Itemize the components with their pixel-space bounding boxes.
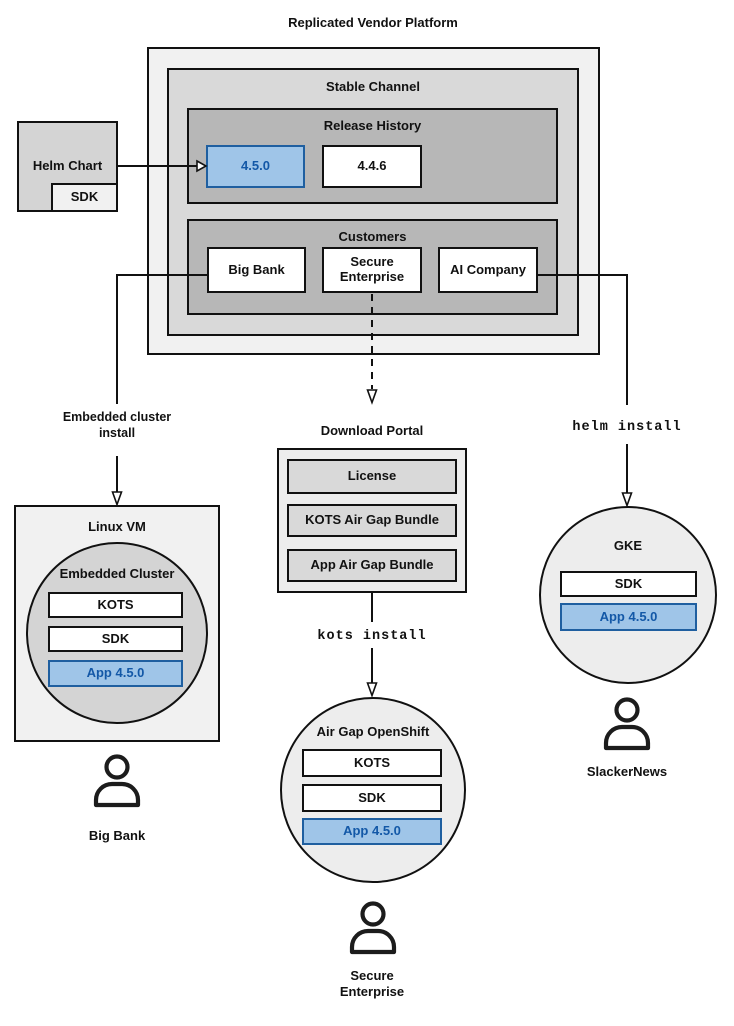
diagram-title: Replicated Vendor Platform (288, 15, 458, 30)
helm-chart-label: Helm Chart (32, 158, 103, 173)
arrowhead-down (366, 389, 378, 405)
arrowhead-down (366, 682, 378, 698)
arrowhead-down (111, 491, 123, 507)
airgap-openshift-label: Air Gap OpenShift (316, 724, 430, 739)
linux-vm-label: Linux VM (88, 519, 146, 534)
download-portal-label: Download Portal (320, 423, 424, 438)
release-version-446: 4.4.6 (322, 145, 422, 188)
airgap-kots-box: KOTS (302, 749, 442, 777)
user-icon (603, 697, 651, 751)
customer-secure-enterprise: Secure Enterprise (322, 247, 422, 293)
big-bank-owner-label: Big Bank (88, 828, 146, 843)
linux-sdk-box: SDK (48, 626, 183, 652)
portal-app-bundle-box: App Air Gap Bundle (287, 549, 457, 582)
slackernews-owner-label: SlackerNews (586, 764, 668, 779)
customers-label: Customers (338, 229, 407, 244)
airgap-sdk-box: SDK (302, 784, 442, 812)
customer-ai-company: AI Company (438, 247, 538, 293)
helm-install-label: helm install (572, 420, 682, 435)
customer-big-bank: Big Bank (207, 247, 306, 293)
linux-kots-box: KOTS (48, 592, 183, 618)
user-icon (349, 901, 397, 955)
kots-install-label: kots install (317, 629, 427, 644)
release-version-450: 4.5.0 (206, 145, 305, 188)
user-icon (93, 754, 141, 808)
linux-app-box: App 4.5.0 (48, 660, 183, 687)
portal-license-box: License (287, 459, 457, 494)
gke-app-box: App 4.5.0 (560, 603, 697, 631)
stable-channel-label: Stable Channel (326, 79, 420, 94)
embedded-install-label: Embedded cluster install (62, 410, 172, 440)
release-history-label: Release History (323, 118, 422, 133)
helm-sdk-box: SDK (51, 183, 118, 212)
secure-enterprise-owner-label: Secure Enterprise (339, 968, 405, 1000)
portal-kots-bundle-box: KOTS Air Gap Bundle (287, 504, 457, 537)
gke-label: GKE (613, 538, 643, 553)
embedded-cluster-label: Embedded Cluster (59, 566, 175, 581)
gke-sdk-box: SDK (560, 571, 697, 597)
airgap-app-box: App 4.5.0 (302, 818, 442, 845)
arrowhead-down (621, 492, 633, 508)
